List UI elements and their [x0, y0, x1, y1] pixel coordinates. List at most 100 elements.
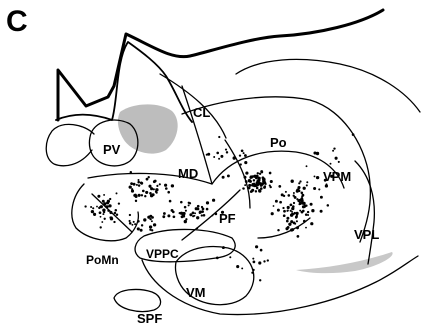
cell-dot	[129, 222, 132, 225]
cell-dot	[99, 211, 102, 214]
cell-dot	[327, 204, 330, 207]
cell-dot	[96, 206, 98, 208]
cell-dot	[226, 151, 228, 153]
cell-dot	[306, 165, 308, 167]
cell-dot	[131, 224, 133, 226]
cell-dot	[185, 210, 187, 212]
cell-dot	[295, 216, 297, 218]
cell-dot	[270, 186, 272, 188]
cell-dot	[297, 235, 300, 238]
cell-dot	[264, 185, 266, 187]
cell-dot	[199, 211, 202, 214]
cell-dot	[300, 199, 303, 202]
cell-dot	[138, 184, 140, 186]
cell-dot	[306, 184, 308, 186]
cell-dot	[109, 198, 111, 200]
cell-dot	[206, 208, 209, 211]
cell-dot	[167, 191, 170, 194]
cell-dot	[145, 191, 148, 194]
cell-dot	[282, 207, 284, 209]
cell-dot	[283, 214, 286, 217]
cell-dot	[294, 196, 297, 199]
cell-dot	[215, 213, 218, 216]
cell-dot	[296, 226, 299, 229]
cell-dot	[201, 214, 203, 216]
cell-dot	[258, 261, 261, 264]
cell-dot	[218, 136, 220, 138]
cell-dot	[130, 182, 133, 185]
cell-dot	[102, 209, 105, 212]
cell-dot	[156, 185, 158, 187]
cell-dot	[213, 156, 215, 158]
cell-dot	[196, 227, 198, 229]
cell-dot	[241, 149, 244, 152]
cell-dot	[167, 214, 170, 217]
cell-dot	[149, 218, 151, 220]
cell-dot	[227, 174, 230, 177]
region-label-po: Po	[270, 135, 287, 150]
cell-dot	[149, 215, 152, 218]
cell-dot	[151, 220, 153, 222]
cell-dot	[293, 192, 295, 194]
cell-dot	[233, 156, 236, 159]
cell-dot	[201, 206, 203, 208]
cell-dot	[90, 206, 92, 208]
cell-dot	[169, 200, 172, 203]
cell-dot	[137, 179, 139, 181]
cell-dot	[330, 163, 332, 165]
region-label-pomn: PoMn	[86, 253, 119, 267]
cell-dot	[188, 204, 190, 206]
cell-dot	[155, 188, 158, 191]
cell-dot	[290, 228, 293, 231]
cell-dot	[320, 210, 323, 213]
cell-dot	[304, 204, 306, 206]
cell-dot	[149, 225, 152, 228]
cell-dot	[301, 192, 304, 195]
cell-dot	[165, 187, 168, 190]
cell-dot	[216, 257, 219, 260]
cell-dot	[306, 181, 308, 183]
region-label-spf: SPF	[137, 311, 162, 326]
cell-dot	[244, 154, 247, 157]
cell-dot	[283, 210, 286, 213]
ventral-outline	[142, 256, 418, 315]
cell-dot	[305, 213, 308, 216]
cell-dot	[129, 185, 132, 188]
cell-dot	[260, 249, 263, 252]
cell-dot	[320, 196, 323, 199]
cell-dot	[278, 185, 281, 188]
cell-dot	[255, 190, 257, 192]
cell-dot	[133, 194, 136, 197]
cell-dot	[287, 226, 290, 229]
cell-dot	[133, 183, 136, 186]
cell-dot	[225, 149, 227, 151]
cell-dot	[253, 261, 256, 264]
cell-dot	[299, 210, 301, 212]
cell-dot	[255, 245, 258, 248]
cell-dot	[248, 186, 251, 189]
region-label-pf: PF	[219, 211, 236, 226]
cell-dot	[291, 213, 294, 216]
cell-dot	[300, 203, 302, 205]
cell-dot	[270, 180, 273, 183]
cell-dot	[137, 181, 140, 184]
cell-dot	[148, 185, 151, 188]
cell-dot	[140, 181, 143, 184]
shaded-area-dorsal	[118, 104, 178, 153]
cell-dot	[243, 152, 245, 154]
cell-dot	[285, 191, 287, 193]
cell-dot	[140, 229, 143, 232]
cell-dot	[303, 220, 306, 223]
cell-dot	[138, 194, 141, 197]
cell-dot	[313, 151, 316, 154]
cell-dot	[109, 211, 112, 214]
cell-dot	[236, 265, 239, 268]
cell-dot	[249, 176, 252, 179]
cell-dot	[180, 201, 183, 204]
cell-dot	[192, 212, 195, 215]
cell-dot	[162, 215, 165, 218]
cell-dot	[313, 187, 316, 190]
cell-dot	[251, 272, 253, 274]
cell-dot	[218, 158, 220, 160]
